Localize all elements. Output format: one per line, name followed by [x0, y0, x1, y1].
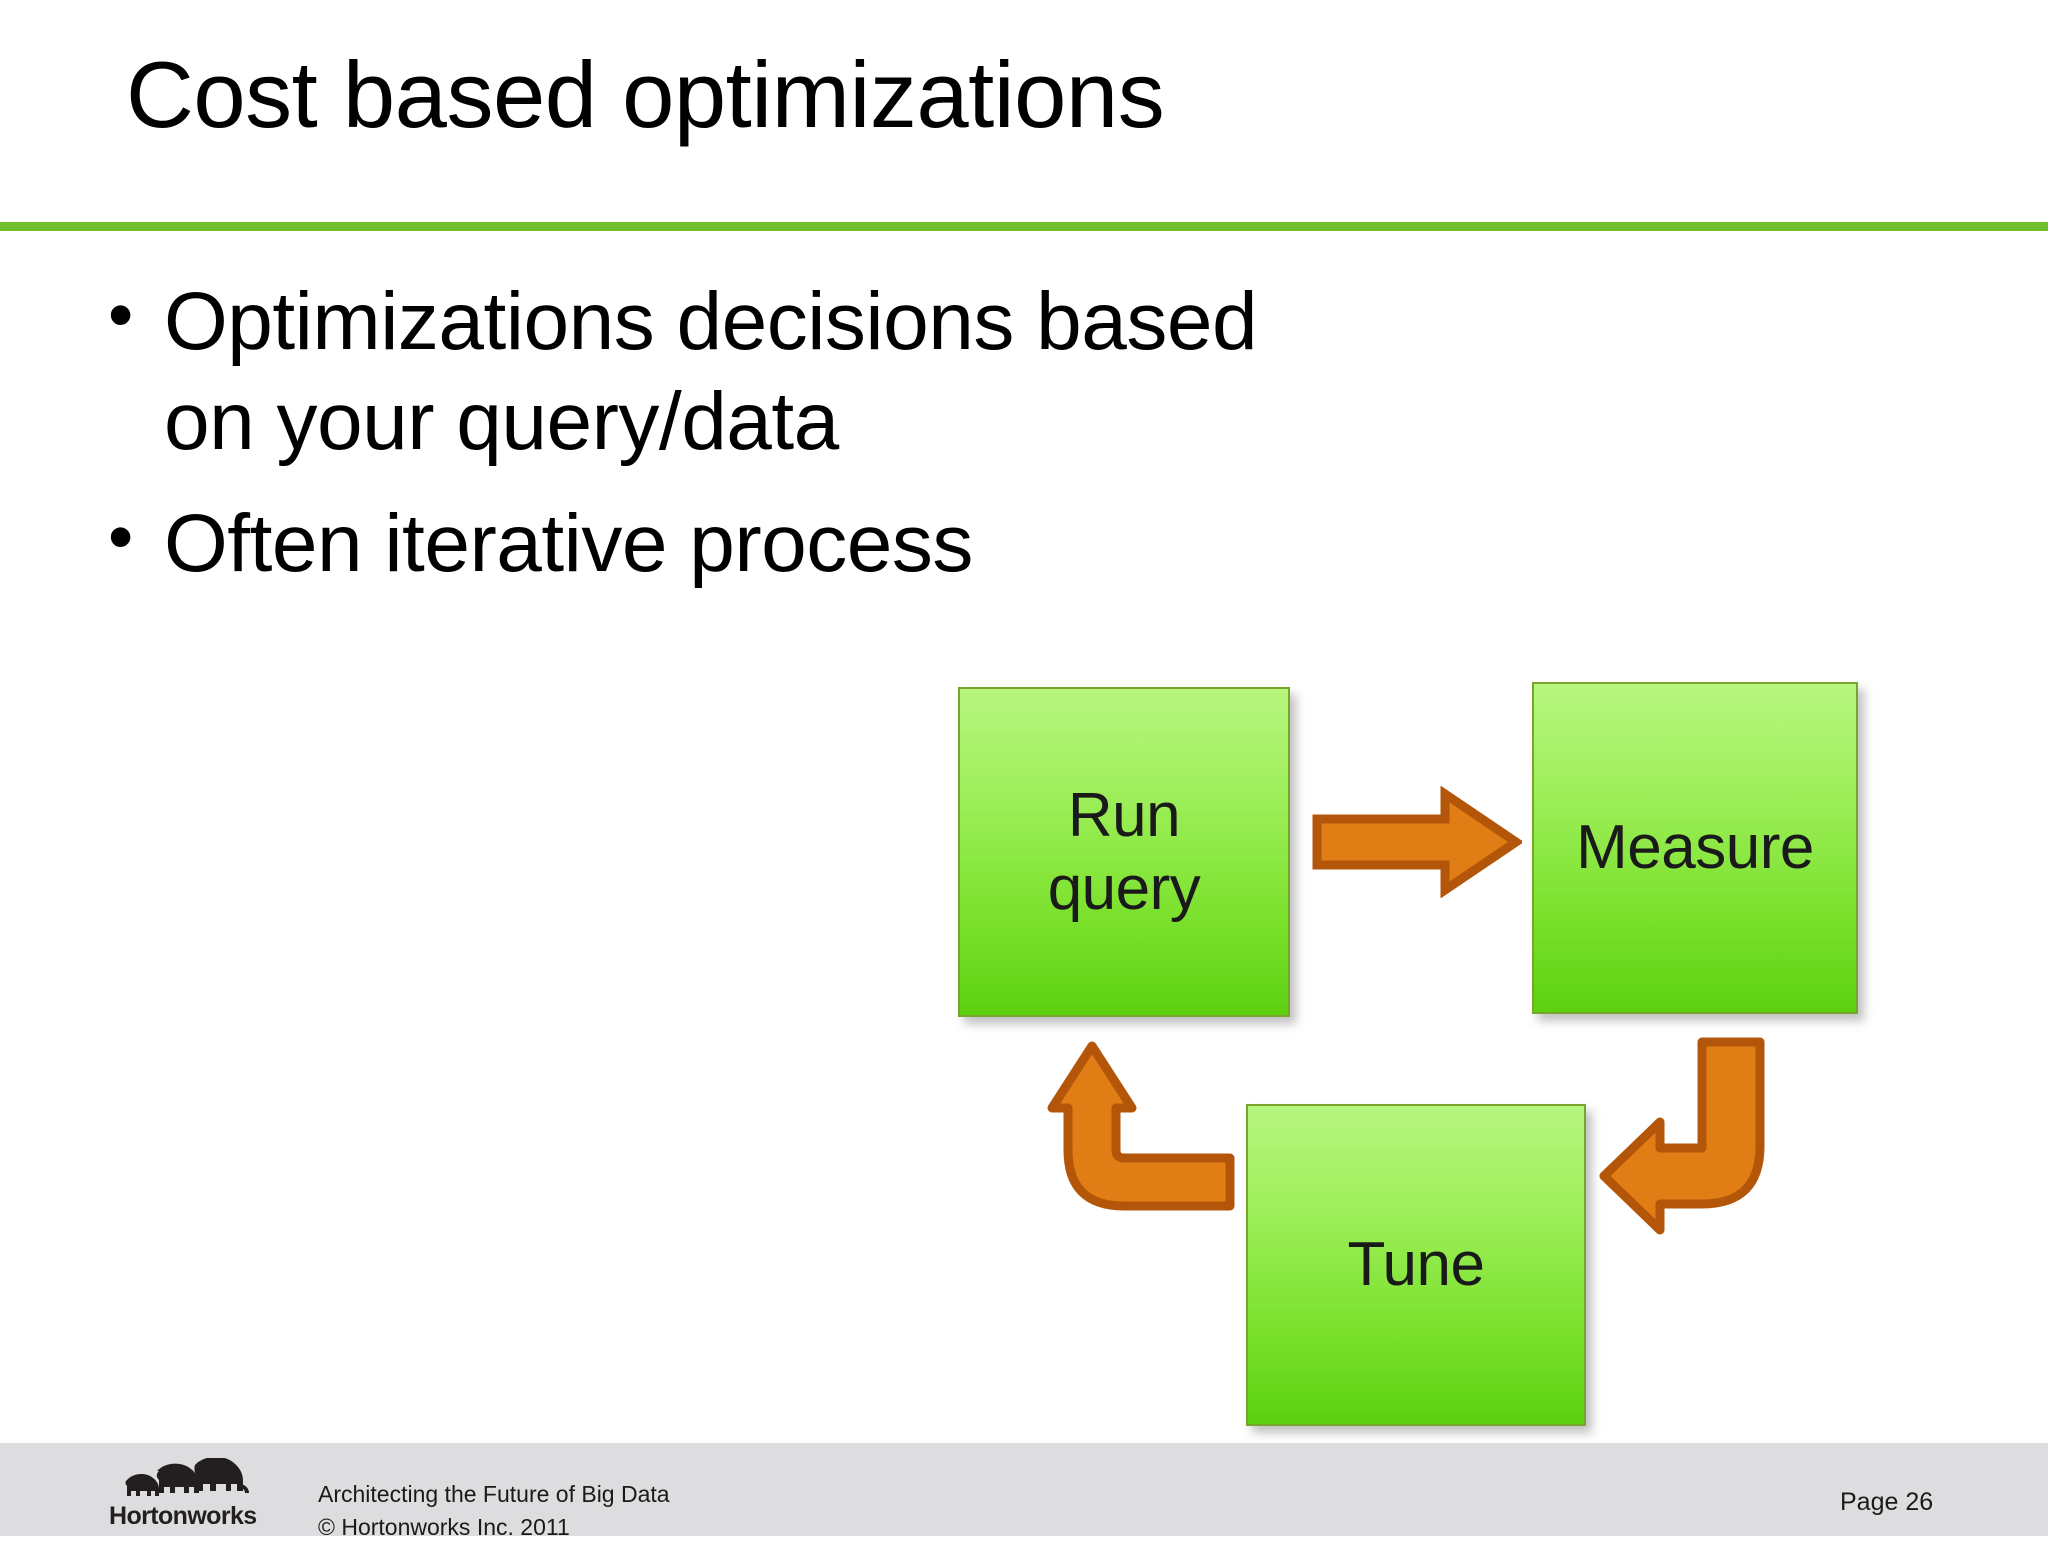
node-fill [1248, 1106, 1584, 1424]
node-label-measure: Measure [1576, 813, 1814, 883]
diagram-node-run-query[interactable]: Run query [958, 687, 1290, 1017]
bullet-text-2: Often iterative process [164, 498, 973, 590]
node-label-line2: query [1047, 854, 1201, 923]
bullet-list: • Optimizations decisions based on your … [108, 272, 1358, 616]
footer-tagline: Architecting the Future of Big Data [318, 1481, 670, 1507]
node-label-run-query: Run query [1048, 779, 1201, 925]
title-divider [0, 222, 2048, 231]
bullet-dot-icon: • [108, 275, 134, 355]
node-label-line1: Run [1067, 780, 1181, 850]
svg-text:Hortonworks: Hortonworks [109, 1502, 257, 1530]
bullet-dot-icon: • [108, 497, 134, 578]
node-fill [960, 689, 1288, 1015]
bullet-text-1: Optimizations decisions based on your qu… [164, 276, 1258, 468]
footer-copyright: © Hortonworks Inc. 2011 [318, 1513, 570, 1540]
node-label-tune: Tune [1347, 1230, 1485, 1300]
node-fill [1534, 684, 1856, 1012]
diagram-node-measure[interactable]: Measure [1532, 682, 1858, 1014]
footer-bar [0, 1443, 2048, 1536]
arrow-left-up-icon [1047, 1041, 1235, 1211]
page-number: Page 26 [1840, 1488, 1934, 1516]
diagram-node-tune[interactable]: Tune [1246, 1104, 1586, 1426]
page-title: Cost based optimizations [126, 42, 1165, 147]
arrow-right-icon [1312, 786, 1522, 898]
footer-text: Architecting the Future of Big Data © Ho… [318, 1478, 670, 1543]
list-item: • Optimizations decisions based on your … [108, 272, 1358, 472]
hortonworks-logo-icon: Hortonworks [109, 1458, 257, 1530]
list-item: • Often iterative process [108, 494, 1358, 594]
arrow-down-left-icon [1599, 1037, 1765, 1235]
